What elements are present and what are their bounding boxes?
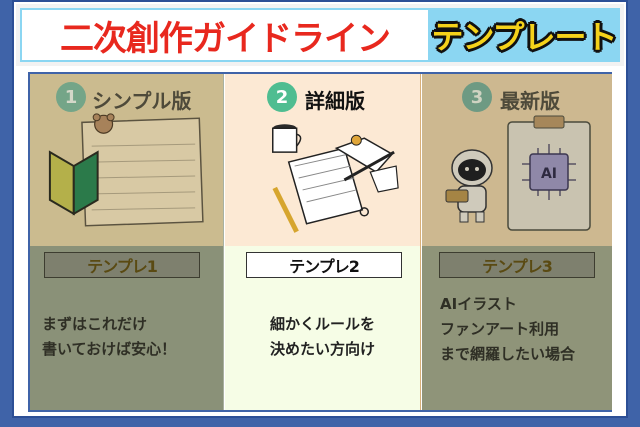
title-banner: 二次創作ガイドライン テンプレート bbox=[16, 4, 624, 66]
panel-heading: 最新版 bbox=[500, 89, 560, 113]
step-number-badge: 2 bbox=[267, 82, 297, 112]
step-number-badge: 1 bbox=[56, 82, 86, 112]
thumbnail-frame: 二次創作ガイドライン テンプレート 1 シンプル版 bbox=[12, 0, 628, 418]
svg-text:AI: AI bbox=[541, 166, 557, 182]
notebook-icon bbox=[287, 147, 364, 225]
panel-description: AIイラスト ファンアート利用 まで網羅したい場合 bbox=[440, 295, 576, 363]
step-number-badge: 3 bbox=[462, 82, 492, 112]
ai-chip-icon: AI bbox=[522, 144, 576, 200]
template-label: テンプレ2 bbox=[246, 252, 402, 278]
panel-description: 細かくルールを 決めたい方向け bbox=[269, 315, 375, 358]
beginner-mark-icon bbox=[48, 150, 99, 216]
robot-icon bbox=[445, 149, 493, 223]
panel-detailed[interactable]: 2 詳細版 bbox=[225, 74, 421, 410]
beginner-notepad-illustration bbox=[48, 113, 204, 227]
ai-robot-illustration: AI bbox=[445, 115, 591, 231]
pencil-icon bbox=[272, 186, 299, 233]
panel-latest[interactable]: 3 最新版 AI bbox=[422, 74, 612, 410]
panel-heading: シンプル版 bbox=[92, 89, 192, 113]
template-label: テンプレ3 bbox=[439, 252, 595, 278]
template-label: テンプレ1 bbox=[44, 252, 200, 278]
template-panels: 1 シンプル版 テンプレ1 bbox=[28, 72, 612, 412]
panel-description: まずはこれだけ 書いておけば安心！ bbox=[42, 315, 177, 358]
page-title: 二次創作ガイドライン bbox=[60, 18, 391, 59]
panel-heading: 詳細版 bbox=[305, 89, 365, 113]
page-subtitle: テンプレート bbox=[431, 18, 617, 56]
writing-desk-illustration bbox=[272, 124, 399, 233]
pen-icon bbox=[343, 150, 395, 182]
panel-simple[interactable]: 1 シンプル版 テンプレ1 bbox=[30, 74, 224, 410]
coffee-cup-icon bbox=[272, 124, 302, 153]
